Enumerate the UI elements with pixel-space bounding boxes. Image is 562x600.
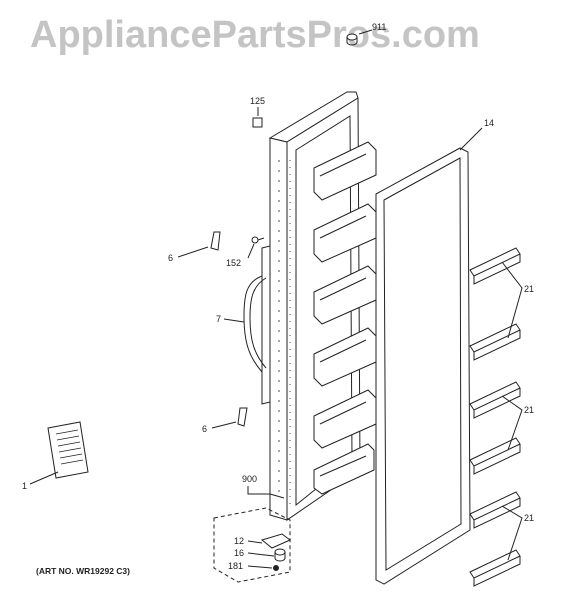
callout-911: 911 xyxy=(372,22,387,32)
callout-12: 12 xyxy=(234,536,245,546)
part-21-shelf-rails xyxy=(469,247,523,587)
callout-16: 16 xyxy=(234,548,245,558)
callout-6-upper: 6 xyxy=(168,253,174,263)
callout-6-lower: 6 xyxy=(202,424,208,434)
part-14-gasket xyxy=(375,127,483,585)
callout-152: 152 xyxy=(226,258,242,268)
part-125-pad xyxy=(252,107,263,128)
part-152-screw xyxy=(247,236,265,259)
door-bins xyxy=(313,141,377,495)
part-6-lower-clip xyxy=(211,407,248,429)
callout-21-middle: 21 xyxy=(524,405,535,415)
callout-7: 7 xyxy=(216,314,222,324)
part-7-handle xyxy=(223,245,271,405)
callout-14: 14 xyxy=(484,118,495,128)
callout-900: 900 xyxy=(242,474,258,484)
door-assembly xyxy=(268,91,377,521)
callout-181: 181 xyxy=(228,561,244,571)
art-number: (ART NO. WR19292 C3) xyxy=(36,566,130,576)
part-900-hinge-kit xyxy=(213,486,291,583)
callout-125: 125 xyxy=(250,96,266,106)
part-911-cap xyxy=(346,29,373,46)
part-6-upper-clip xyxy=(177,231,221,258)
callout-1: 1 xyxy=(22,481,28,491)
part-1-manual xyxy=(29,421,89,485)
callout-21-bottom: 21 xyxy=(524,513,535,523)
callout-21-top: 21 xyxy=(524,284,535,294)
watermark: AppliancePartsPros.com xyxy=(30,14,480,56)
